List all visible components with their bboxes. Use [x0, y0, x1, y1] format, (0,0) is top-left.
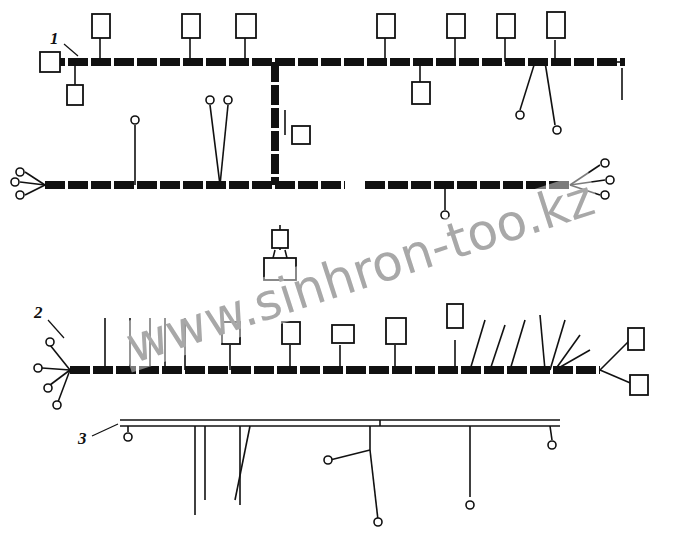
- terminal-lug: [16, 168, 24, 176]
- wire: [330, 450, 370, 460]
- harness-trunk: [45, 181, 345, 189]
- connector-housing: [377, 14, 395, 38]
- wire: [370, 450, 378, 520]
- wire: [120, 425, 560, 427]
- wire: [384, 38, 386, 62]
- wire: [235, 426, 250, 500]
- watermark: www.sinhron-too.kz: [116, 172, 603, 373]
- terminal-lug: [374, 518, 382, 526]
- wire: [239, 426, 241, 505]
- connector-housing: [40, 52, 60, 72]
- connector-housing: [412, 82, 430, 104]
- terminal-lug: [548, 441, 556, 449]
- wire: [204, 426, 206, 500]
- wire: [20, 182, 45, 185]
- wire: [58, 370, 70, 402]
- wire: [104, 318, 106, 370]
- wire: [540, 315, 545, 370]
- wire: [444, 185, 446, 210]
- wire: [229, 345, 231, 370]
- wire: [550, 320, 565, 370]
- terminal-lug: [124, 433, 132, 441]
- terminal-lug: [131, 116, 139, 124]
- terminal-lug: [44, 384, 52, 392]
- wire: [510, 320, 525, 370]
- wire: [600, 61, 620, 63]
- wire: [42, 368, 70, 370]
- wire: [25, 185, 45, 195]
- terminal-lug: [606, 176, 614, 184]
- terminal-lug: [224, 96, 232, 104]
- harness-trunk: [45, 58, 625, 66]
- connector-housing: [497, 14, 515, 38]
- terminal-lug: [601, 191, 609, 199]
- connector-housing: [182, 14, 200, 38]
- leader-line: [48, 320, 64, 338]
- terminal-lug: [206, 96, 214, 104]
- connector-housing: [332, 325, 354, 343]
- terminal-lug: [553, 126, 561, 134]
- connector-housing: [92, 14, 110, 38]
- wire: [189, 38, 191, 62]
- wire: [554, 40, 556, 62]
- terminal-lug: [11, 178, 19, 186]
- terminal-lug: [466, 501, 474, 509]
- callout-number: 1: [50, 30, 59, 47]
- wire: [555, 335, 580, 370]
- connector-housing: [447, 14, 465, 38]
- connector-housing: [386, 318, 406, 344]
- wire: [379, 420, 381, 426]
- wire: [134, 125, 136, 185]
- connector-housing: [630, 375, 648, 395]
- wire: [99, 38, 101, 62]
- harness-trunk: [271, 62, 279, 185]
- connector-housing: [67, 85, 83, 105]
- wire: [394, 345, 396, 370]
- connector-housing: [447, 304, 463, 328]
- callout-number: 2: [34, 304, 43, 321]
- wire: [550, 426, 552, 440]
- connector-housing: [628, 328, 644, 350]
- terminal-lug: [516, 111, 524, 119]
- wire: [284, 110, 286, 135]
- wire: [454, 38, 456, 62]
- wire: [339, 345, 341, 370]
- connector-housing: [282, 322, 300, 344]
- terminal-lug: [601, 159, 609, 167]
- wire: [244, 38, 246, 62]
- wire: [50, 345, 70, 370]
- callout-number: 3: [78, 430, 87, 447]
- terminal-lug: [16, 191, 24, 199]
- connector-housing: [236, 14, 256, 38]
- connector-housing: [292, 126, 310, 144]
- terminal-lug: [34, 364, 42, 372]
- wire: [520, 62, 535, 110]
- wire: [555, 350, 590, 370]
- wire: [210, 105, 220, 185]
- wire: [469, 426, 471, 497]
- wire: [74, 62, 76, 85]
- wire: [504, 38, 506, 62]
- wire: [419, 62, 421, 82]
- leader-line: [92, 424, 118, 436]
- wire: [490, 325, 505, 370]
- leader-line: [64, 44, 78, 56]
- connector-housing: [272, 230, 288, 248]
- wire: [369, 426, 371, 450]
- wire: [120, 419, 560, 421]
- wire: [289, 345, 291, 370]
- wire: [454, 340, 456, 370]
- wire: [545, 62, 555, 125]
- terminal-lug: [53, 401, 61, 409]
- wire: [470, 320, 485, 370]
- wire: [194, 426, 196, 515]
- terminal-lug: [324, 456, 332, 464]
- wire: [127, 426, 129, 432]
- terminal-lug: [46, 338, 54, 346]
- wire: [220, 105, 228, 185]
- connector-housing: [547, 12, 565, 38]
- wire: [600, 340, 630, 370]
- wire: [621, 68, 623, 100]
